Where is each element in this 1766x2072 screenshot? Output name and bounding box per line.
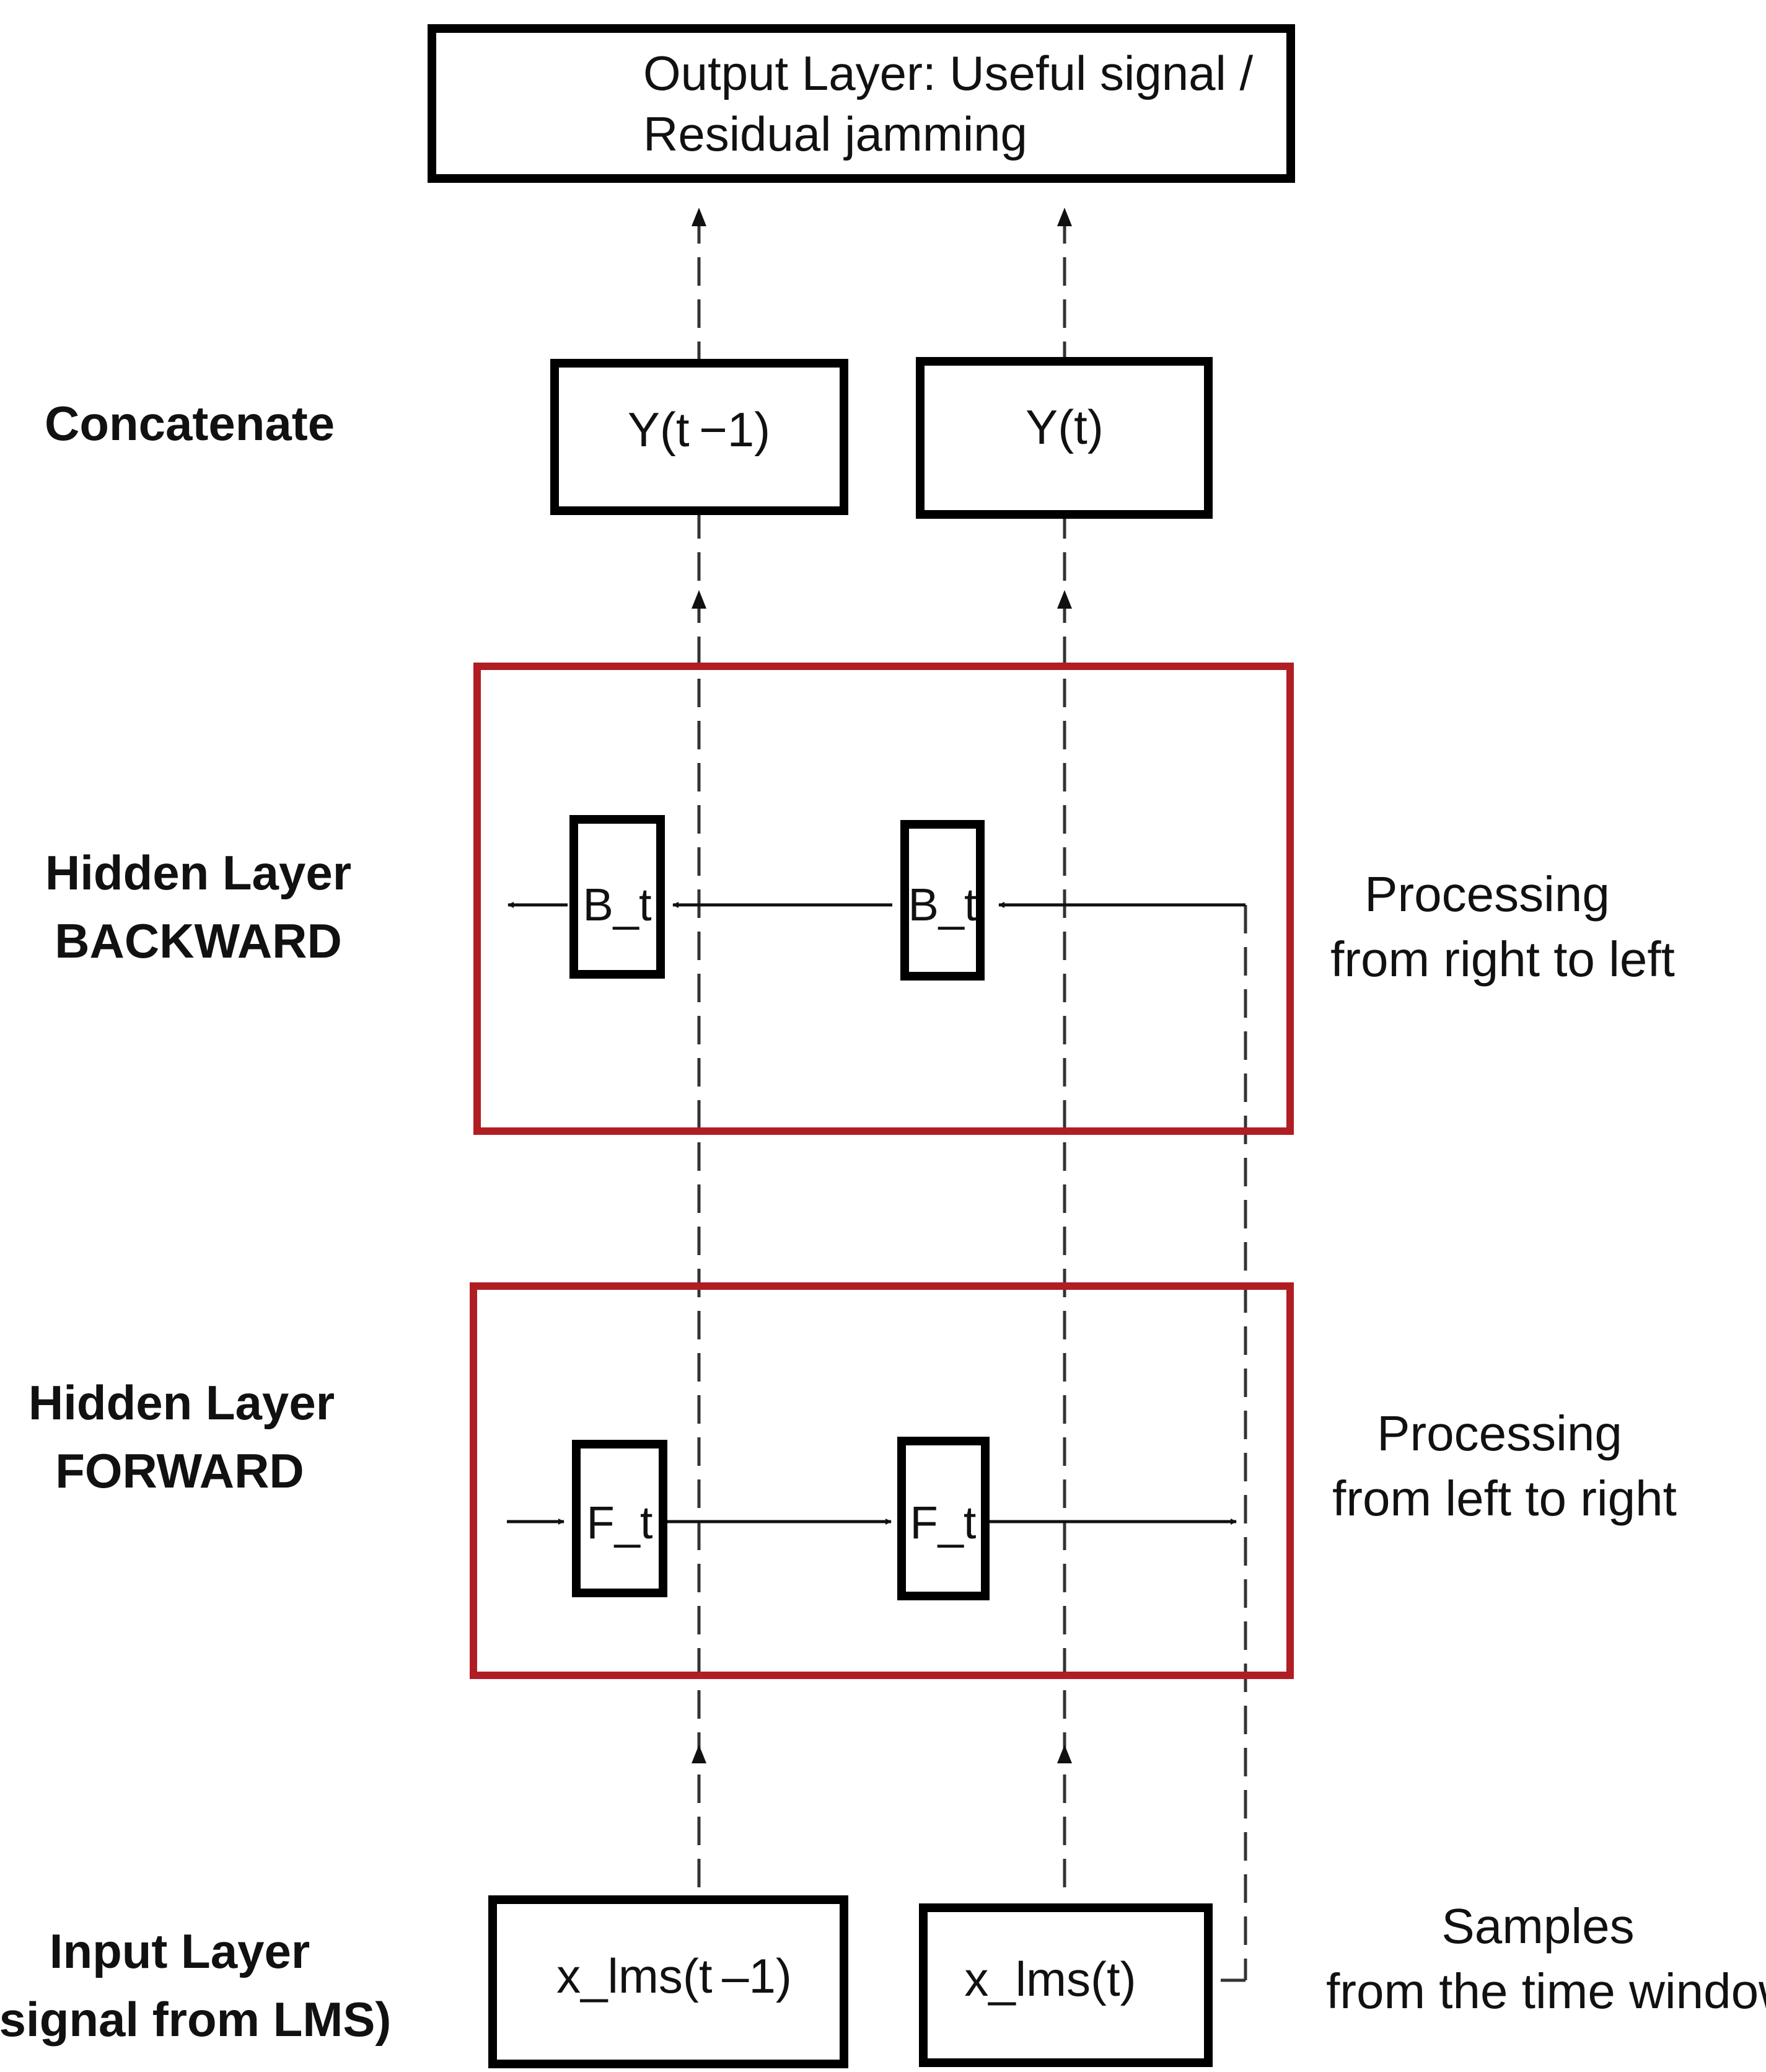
concat-text-curr: Y(t) (1026, 400, 1104, 454)
output-layer-box (428, 24, 1295, 183)
forward-label-line2: FORWARD (55, 1444, 304, 1498)
backward-cell-right-text: B_t (908, 879, 977, 930)
input-text-prev: x_lms(t –1) (556, 1949, 792, 2003)
concat-text-prev: Y(t −1) (628, 402, 770, 457)
forward-label-line1: Hidden Layer (29, 1375, 335, 1430)
up-arrowheads (692, 208, 1072, 1763)
backward-note-line2: from right to left (1330, 932, 1675, 987)
backward-layer-box (473, 663, 1294, 1135)
backward-label-line2: BACKWARD (55, 914, 342, 968)
input-box-curr (919, 1903, 1213, 2067)
backward-note-line1: Processing (1364, 866, 1610, 922)
forward-layer-box (470, 1282, 1294, 1679)
backward-cell-left (569, 815, 665, 979)
input-note-line1: Samples (1441, 1898, 1634, 1954)
input-note-line2: from the time window (1326, 1964, 1766, 2019)
forward-cell-left (572, 1440, 667, 1597)
concatenate-label: Concatenate (45, 396, 335, 451)
concat-box-curr (916, 357, 1213, 519)
input-label-line1: Input Layer (50, 1924, 310, 1978)
forward-cell-right-text: F_t (910, 1497, 977, 1548)
backward-cell-right (900, 820, 985, 981)
backward-cell-left-text: B_t (582, 879, 652, 930)
forward-cell-right (897, 1437, 990, 1600)
output-layer-line1: Output Layer: Useful signal / (643, 46, 1254, 100)
forward-note-line2: from left to right (1332, 1471, 1677, 1526)
input-label-line2: (signal from LMS) (0, 1992, 391, 2047)
input-text-curr: x_lms(t) (964, 1952, 1136, 2006)
vertical-dashed-connectors (697, 223, 1247, 1982)
concat-box-prev (550, 359, 848, 515)
output-layer-line2: Residual jamming (643, 107, 1027, 161)
forward-note-line1: Processing (1377, 1406, 1622, 1461)
input-box-prev (488, 1895, 848, 2068)
forward-cell-left-text: F_t (587, 1497, 653, 1548)
backward-label-line1: Hidden Layer (45, 845, 351, 900)
